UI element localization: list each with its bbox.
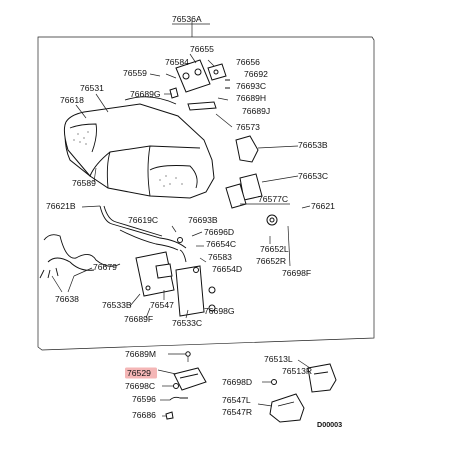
part-label[interactable]: 76584 xyxy=(165,57,189,67)
part-label[interactable]: 76652R xyxy=(256,256,286,266)
part-label[interactable]: 76533C xyxy=(172,318,202,328)
part-label[interactable]: 76596 xyxy=(132,394,156,404)
part-label[interactable]: 76559 xyxy=(123,68,147,78)
part-label[interactable]: 76547L xyxy=(222,395,251,405)
part-label[interactable]: 76696D xyxy=(204,227,234,237)
part-label[interactable]: 76573 xyxy=(236,122,260,132)
part-label[interactable]: 76621B xyxy=(46,201,76,211)
part-label[interactable]: 76589 xyxy=(72,178,96,188)
part-labels: 76536A 76655 76584 76656 76559 76692 766… xyxy=(46,14,342,429)
striker-hook-part xyxy=(257,359,337,423)
part-label[interactable]: 76698F xyxy=(282,268,311,278)
part-label[interactable]: 76689H xyxy=(236,93,266,103)
part-label[interactable]: 76698G xyxy=(204,306,235,316)
part-label[interactable]: 76547 xyxy=(150,300,174,310)
latch-mechanism-part xyxy=(135,237,216,317)
part-label[interactable]: 76513R xyxy=(282,366,312,376)
seat-cushion-part xyxy=(63,96,215,199)
part-label[interactable]: 76547R xyxy=(222,407,252,417)
part-label[interactable]: 76653B xyxy=(298,140,328,150)
part-label[interactable]: 76693B xyxy=(188,215,218,225)
part-label[interactable]: 76686 xyxy=(132,410,156,420)
part-label[interactable]: 76689J xyxy=(242,106,270,116)
part-label[interactable]: 76689G xyxy=(130,89,161,99)
part-label[interactable]: 76619C xyxy=(128,215,158,225)
leader-lines xyxy=(51,73,311,319)
part-label[interactable]: 76679 xyxy=(93,262,117,272)
part-label[interactable]: 76533B xyxy=(102,300,132,310)
part-label[interactable]: 76693C xyxy=(236,81,266,91)
part-label[interactable]: 76621 xyxy=(311,201,335,211)
part-label[interactable]: 76656 xyxy=(236,57,260,67)
seat-hook-part xyxy=(225,135,299,226)
part-label[interactable]: 76654C xyxy=(206,239,236,249)
part-label[interactable]: 76692 xyxy=(244,69,268,79)
part-label[interactable]: 76583 xyxy=(208,252,232,262)
part-label[interactable]: 76638 xyxy=(55,294,79,304)
part-label[interactable]: 76698C xyxy=(125,381,155,391)
part-label[interactable]: 76689F xyxy=(124,314,153,324)
part-label[interactable]: 76653C xyxy=(298,171,328,181)
assembly-frame xyxy=(37,20,375,351)
small-bracket-part xyxy=(157,351,207,420)
part-label[interactable]: 76531 xyxy=(80,83,104,93)
part-label[interactable]: 76698D xyxy=(222,377,252,387)
part-label[interactable]: 76513L xyxy=(264,354,293,364)
headrest-bracket-part xyxy=(164,53,233,128)
drawing-code: D00003 xyxy=(317,420,342,429)
highlighted-part-label[interactable]: 76529 xyxy=(127,368,151,378)
part-label[interactable]: 76652L xyxy=(260,244,289,254)
part-label[interactable]: 76654D xyxy=(212,264,242,274)
part-label[interactable]: 76655 xyxy=(190,44,214,54)
cable-assembly-part xyxy=(39,205,187,279)
part-label[interactable]: 76536A xyxy=(172,14,202,24)
part-label[interactable]: 76689M xyxy=(125,349,156,359)
part-highlight xyxy=(125,367,157,379)
part-label[interactable]: 76618 xyxy=(60,95,84,105)
part-label[interactable]: 76577C xyxy=(258,194,288,204)
